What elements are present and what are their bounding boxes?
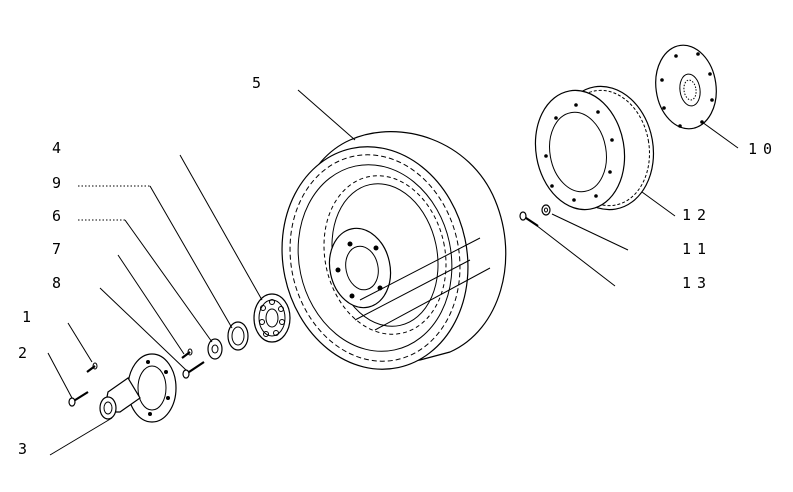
part-10-flange-plate <box>655 44 717 130</box>
part-6-washer <box>207 338 223 360</box>
callout-1: 1 <box>22 308 37 326</box>
callout-11: 11 <box>682 240 712 258</box>
part-4-bearing <box>253 293 291 343</box>
callout-2: 2 <box>18 344 33 362</box>
callout-4: 4 <box>52 139 67 157</box>
part-2-bolt <box>68 391 89 407</box>
part-7-pin <box>181 348 193 359</box>
callout-9: 9 <box>52 174 67 192</box>
part-8-bolt <box>182 361 205 379</box>
leader-lines <box>47 89 739 456</box>
part-3-hub-flange <box>99 353 177 423</box>
callout-labels: 1 2 3 4 5 6 7 8 9 10 11 12 13 <box>18 74 778 458</box>
callout-3: 3 <box>18 440 33 458</box>
part-12-finned-housing <box>534 85 655 211</box>
callout-13: 13 <box>682 274 712 292</box>
part-5-gear-drum <box>281 131 507 370</box>
part-13-bolt <box>519 211 539 227</box>
callout-8: 8 <box>52 274 67 292</box>
part-11-washer <box>541 204 551 216</box>
callout-5: 5 <box>252 74 267 92</box>
callout-7: 7 <box>52 240 67 258</box>
callout-12: 12 <box>682 206 712 224</box>
part-1-pin <box>86 362 98 373</box>
callout-6: 6 <box>52 207 67 225</box>
part-9-ring <box>227 321 249 351</box>
callout-10: 10 <box>748 140 778 158</box>
